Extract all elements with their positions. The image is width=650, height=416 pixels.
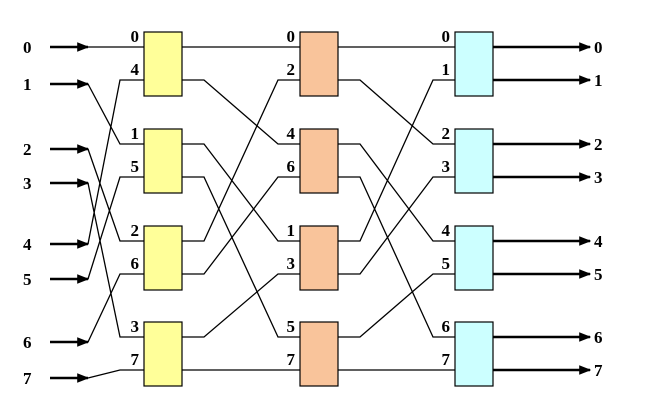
wire-stage1-stage2-4: [182, 79, 300, 145]
switch-stages: [143, 31, 494, 387]
wire-stage2-stage3-3: [338, 176, 455, 275]
input-label-6: 6: [23, 333, 32, 352]
switch-port-label: 5: [287, 317, 296, 336]
switch-port-label: 1: [287, 221, 296, 240]
switch-port-label: 3: [131, 317, 140, 336]
switch-box-stage-2-1: [299, 128, 339, 194]
switch-port-label: 7: [131, 350, 140, 369]
switch-box-stage-2-0: [299, 31, 339, 97]
switch-port-label: 3: [287, 254, 296, 273]
input-label-1: 1: [23, 75, 32, 94]
switch-port-label: 7: [442, 350, 451, 369]
switch-port-label: 0: [442, 27, 451, 46]
port-labels: 0 1 2 3 4 5 6 7 0 1 2 3 4 5 6 7 0 4 1 5 2 6 3 7 0 2 4 6 1 3 5 7 0 1 2 3 4 5 6 7: [23, 27, 603, 388]
output-label-1: 1: [594, 71, 603, 90]
switch-box-stage-1-2: [143, 225, 183, 291]
wire-input-6: [87, 273, 144, 343]
wire-stage2-stage3-4: [338, 143, 455, 242]
input-label-4: 4: [23, 235, 32, 254]
switch-port-label: 5: [442, 254, 451, 273]
switch-port-label: 3: [442, 157, 451, 176]
switch-port-label: 6: [442, 317, 451, 336]
wire-stage2-stage3-2: [338, 79, 455, 145]
wire-input-7: [87, 369, 144, 379]
switch-port-label: 4: [131, 60, 140, 79]
wire-stage1-stage2-1: [182, 143, 300, 242]
switch-port-label: 0: [287, 27, 296, 46]
wire-stage1-stage2-2: [182, 79, 300, 242]
input-label-3: 3: [23, 174, 32, 193]
output-label-6: 6: [594, 328, 603, 347]
output-label-4: 4: [594, 232, 603, 251]
wire-stage1-stage2-6: [182, 176, 300, 275]
switch-box-stage-2-2: [299, 225, 339, 291]
switch-port-label: 2: [442, 124, 451, 143]
switch-box-stage-3-1: [454, 128, 494, 194]
wire-stage1-stage2-3: [182, 273, 300, 338]
output-label-0: 0: [594, 38, 603, 57]
wire-input-3: [87, 182, 144, 338]
switch-port-label: 1: [442, 60, 451, 79]
wire-stage2-stage3-1: [338, 79, 455, 242]
wires: [50, 42, 592, 383]
switch-port-label: 4: [442, 221, 451, 240]
switch-box-stage-3-2: [454, 225, 494, 291]
switch-port-label: 6: [131, 254, 140, 273]
wire-input-1: [87, 83, 144, 145]
switch-port-label: 5: [131, 157, 140, 176]
switch-box-stage-2-3: [299, 321, 339, 387]
input-label-7: 7: [23, 369, 32, 388]
output-label-5: 5: [594, 265, 603, 284]
switch-port-label: 2: [131, 221, 140, 240]
wire-stage2-stage3-5: [338, 273, 455, 338]
switch-box-stage-1-1: [143, 128, 183, 194]
wire-stage2-stage3-6: [338, 176, 455, 338]
wire-input-2: [87, 148, 144, 242]
output-label-7: 7: [594, 361, 603, 380]
input-label-2: 2: [23, 140, 32, 159]
wire-input-4: [87, 79, 144, 245]
switch-port-label: 0: [131, 27, 140, 46]
switch-box-stage-1-3: [143, 321, 183, 387]
wire-input-5: [87, 176, 144, 280]
switch-port-label: 6: [287, 157, 296, 176]
switch-port-label: 2: [287, 60, 296, 79]
output-label-2: 2: [594, 135, 603, 154]
switch-port-label: 7: [287, 350, 296, 369]
switch-port-label: 4: [287, 124, 296, 143]
output-label-3: 3: [594, 168, 603, 187]
switch-port-label: 1: [131, 124, 140, 143]
wire-stage1-stage2-5: [182, 176, 300, 338]
switch-box-stage-1-0: [143, 31, 183, 97]
switch-box-stage-3-0: [454, 31, 494, 97]
switch-box-stage-3-3: [454, 321, 494, 387]
input-label-0: 0: [23, 38, 32, 57]
input-label-5: 5: [23, 270, 32, 289]
